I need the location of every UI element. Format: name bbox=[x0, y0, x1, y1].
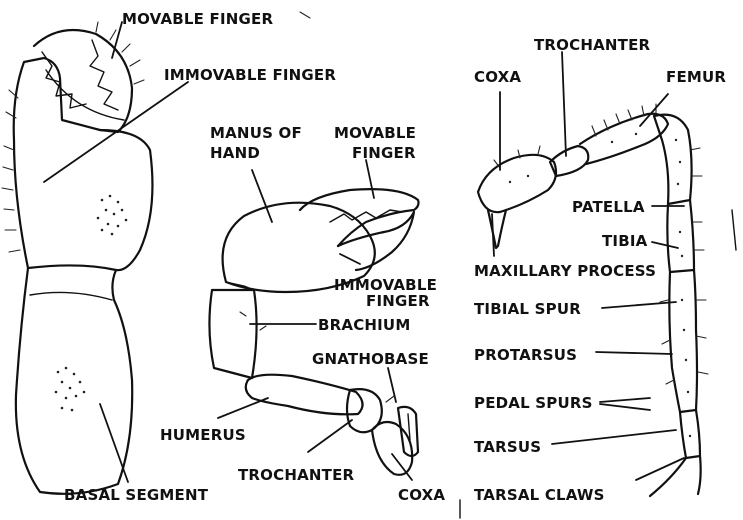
chelicera-setae bbox=[2, 22, 144, 252]
label-chelicera-immovable-finger: IMMOVABLE FINGER bbox=[164, 66, 336, 84]
leader-leg-trochanter bbox=[562, 52, 566, 156]
label-leg-trochanter: TROCHANTER bbox=[534, 36, 651, 54]
label-pedipalp-gnathobase: GNATHOBASE bbox=[312, 350, 429, 368]
scan-mark-top bbox=[300, 12, 310, 18]
chelicera-figure bbox=[2, 22, 152, 494]
leader-pedipalp-coxa bbox=[392, 454, 412, 480]
pedipalp-brachium-outline bbox=[209, 290, 256, 378]
leader-leg-tibial-spur bbox=[602, 302, 676, 308]
leg-stippling bbox=[509, 133, 691, 437]
leader-chelicera-immovable-finger bbox=[44, 82, 188, 182]
leader-pedipalp-trochanter bbox=[308, 420, 352, 452]
leader-chelicera-basal-segment bbox=[100, 404, 128, 482]
label-pedipalp-movable-line2: FINGER bbox=[352, 144, 416, 162]
label-leg-patella: PATELLA bbox=[572, 198, 645, 216]
leg-tibia-outline bbox=[667, 200, 694, 272]
label-leg-maxillary-process: MAXILLARY PROCESS bbox=[474, 262, 656, 280]
leader-leg-femur bbox=[640, 94, 668, 126]
chelicera-movable-finger-outline bbox=[34, 30, 132, 132]
leader-leg-protarsus bbox=[596, 352, 672, 354]
label-pedipalp-brachium: BRACHIUM bbox=[318, 316, 410, 334]
label-leg-coxa: COXA bbox=[474, 68, 521, 86]
label-leg-tibia: TIBIA bbox=[602, 232, 648, 250]
label-leg-femur: FEMUR bbox=[666, 68, 726, 86]
label-pedipalp-coxa: COXA bbox=[398, 486, 445, 504]
label-pedipalp-movable-line1: MOVABLE bbox=[334, 124, 416, 142]
label-leg-pedal-spurs: PEDAL SPURS bbox=[474, 394, 593, 412]
label-leg-tarsal-claws: TARSAL CLAWS bbox=[474, 486, 605, 504]
leg-maxillary-process-outline bbox=[488, 210, 506, 248]
leg-protarsus-outline bbox=[669, 270, 697, 412]
label-pedipalp-humerus: HUMERUS bbox=[160, 426, 246, 444]
label-pedipalp-manus-line2: HAND bbox=[210, 144, 260, 162]
label-leg-tibial-spur: TIBIAL SPUR bbox=[474, 300, 581, 318]
leader-pedipalp-manus bbox=[252, 170, 272, 222]
leg-coxa-outline bbox=[478, 155, 556, 212]
leader-leg-pedal-spurs-a bbox=[600, 398, 650, 402]
leader-leg-tarsus bbox=[552, 430, 676, 444]
label-chelicera-movable-finger: MOVABLE FINGER bbox=[122, 10, 273, 28]
leader-pedipalp-immovable-finger bbox=[340, 254, 360, 264]
leg-tarsus-outline bbox=[680, 410, 700, 458]
scan-mark-right bbox=[732, 210, 736, 250]
label-chelicera-basal-segment: BASAL SEGMENT bbox=[64, 486, 209, 504]
chelicera-basal-segment-outline bbox=[16, 265, 132, 493]
label-pedipalp-immovable-line2: FINGER bbox=[366, 292, 430, 310]
leader-leg-pedal-spurs-b bbox=[600, 404, 650, 410]
leader-pedipalp-humerus bbox=[218, 398, 268, 418]
labels: MOVABLE FINGER IMMOVABLE FINGER BASAL SE… bbox=[64, 10, 726, 504]
leader-leg-maxillary-process bbox=[492, 214, 494, 256]
label-leg-protarsus: PROTARSUS bbox=[474, 346, 577, 364]
label-pedipalp-manus-line1: MANUS OF bbox=[210, 124, 302, 142]
leader-leg-tibia bbox=[652, 242, 678, 248]
pedipalp-immovable-finger-outline bbox=[338, 212, 414, 270]
leg-patella-outline bbox=[654, 115, 692, 204]
label-pedipalp-trochanter: TROCHANTER bbox=[238, 466, 355, 484]
leader-pedipalp-movable-finger bbox=[366, 160, 374, 198]
pedipalp-humerus-outline bbox=[246, 375, 363, 415]
pedipalp-coxa-outline bbox=[372, 422, 412, 475]
label-leg-tarsus: TARSUS bbox=[474, 438, 541, 456]
